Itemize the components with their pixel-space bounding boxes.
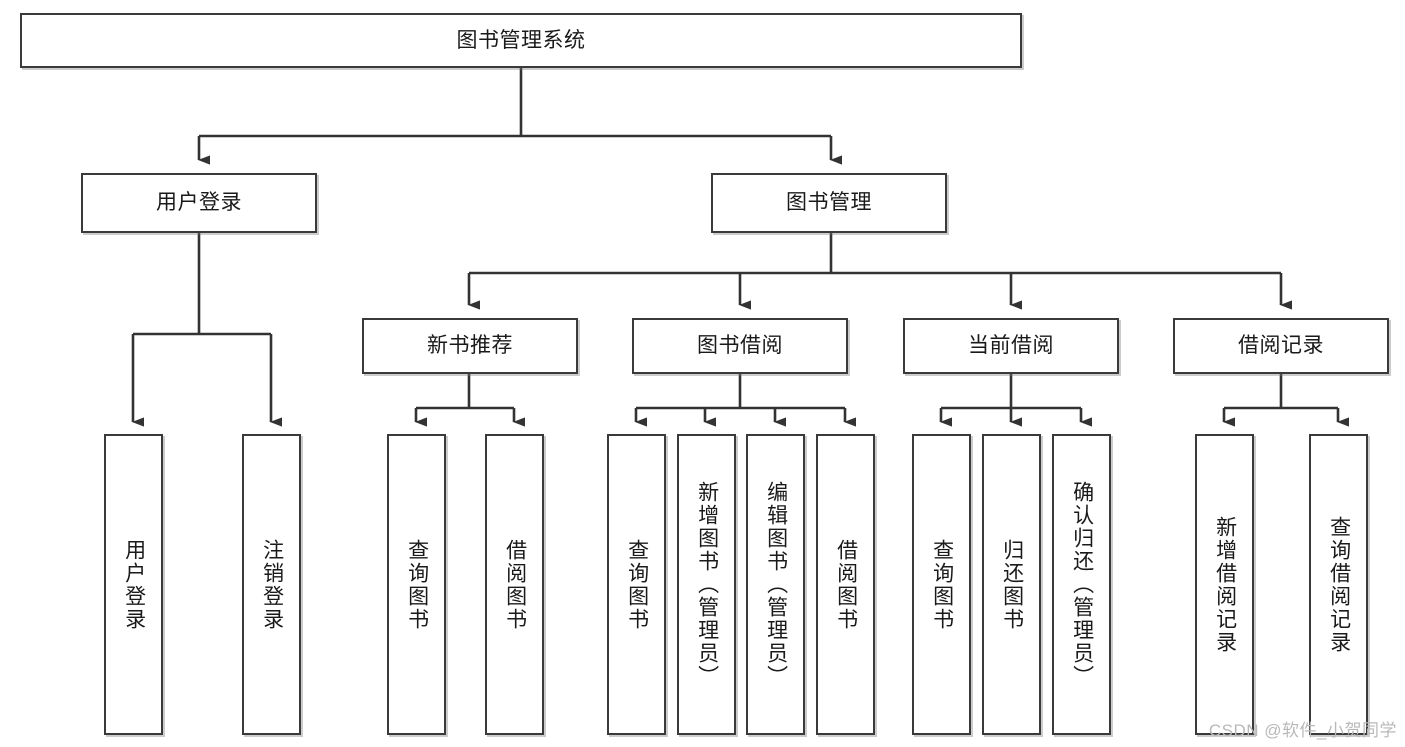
- leaf-borrow-book-1[interactable]: 借阅图书: [485, 434, 544, 735]
- leaf-query-borrow-record[interactable]: 查询借阅记录: [1309, 434, 1368, 735]
- leaf-query-book-2-label: 查询图书: [625, 538, 649, 631]
- leaf-query-book-1-label: 查询图书: [405, 538, 429, 631]
- node-book-borrow-label: 图书借阅: [697, 334, 783, 358]
- node-borrow-record[interactable]: 借阅记录: [1173, 318, 1389, 374]
- leaf-query-book-2[interactable]: 查询图书: [607, 434, 666, 735]
- leaf-add-borrow-record[interactable]: 新增借阅记录: [1195, 434, 1254, 735]
- leaf-add-borrow-record-label: 新增借阅记录: [1213, 515, 1237, 654]
- node-book-management[interactable]: 图书管理: [711, 173, 947, 233]
- leaf-confirm-return-label: 确认归还（管理员）: [1070, 481, 1094, 688]
- leaf-borrow-book-2[interactable]: 借阅图书: [816, 434, 875, 735]
- node-user-login[interactable]: 用户登录: [81, 173, 317, 233]
- leaf-add-book[interactable]: 新增图书（管理员）: [677, 434, 736, 735]
- leaf-return-book[interactable]: 归还图书: [982, 434, 1041, 735]
- leaf-query-book-1[interactable]: 查询图书: [387, 434, 446, 735]
- csdn-watermark: CSDN @软件_小贺同学: [1208, 721, 1397, 740]
- node-user-login-label: 用户登录: [156, 191, 242, 215]
- node-book-borrow[interactable]: 图书借阅: [632, 318, 848, 374]
- leaf-borrow-book-2-label: 借阅图书: [834, 538, 858, 631]
- node-current-borrow[interactable]: 当前借阅: [903, 318, 1119, 374]
- leaf-query-borrow-record-label: 查询借阅记录: [1327, 515, 1351, 654]
- node-root[interactable]: 图书管理系统: [20, 13, 1022, 68]
- leaf-borrow-book-1-label: 借阅图书: [503, 538, 527, 631]
- leaf-add-book-label: 新增图书（管理员）: [695, 481, 719, 688]
- leaf-confirm-return[interactable]: 确认归还（管理员）: [1052, 434, 1111, 735]
- leaf-edit-book[interactable]: 编辑图书（管理员）: [746, 434, 805, 735]
- node-current-borrow-label: 当前借阅: [968, 334, 1054, 358]
- leaf-query-book-3-label: 查询图书: [930, 538, 954, 631]
- leaf-logout-login[interactable]: 注销登录: [242, 434, 301, 735]
- leaf-query-book-3[interactable]: 查询图书: [912, 434, 971, 735]
- leaf-logout-login-label: 注销登录: [260, 538, 284, 631]
- node-book-management-label: 图书管理: [786, 191, 872, 215]
- leaf-user-login-label: 用户登录: [122, 538, 146, 631]
- node-new-book-recommend-label: 新书推荐: [427, 334, 513, 358]
- node-borrow-record-label: 借阅记录: [1238, 334, 1324, 358]
- leaf-return-book-label: 归还图书: [1000, 538, 1024, 631]
- node-root-label: 图书管理系统: [456, 28, 586, 52]
- leaf-edit-book-label: 编辑图书（管理员）: [764, 481, 788, 688]
- leaf-user-login[interactable]: 用户登录: [104, 434, 163, 735]
- node-new-book-recommend[interactable]: 新书推荐: [362, 318, 578, 374]
